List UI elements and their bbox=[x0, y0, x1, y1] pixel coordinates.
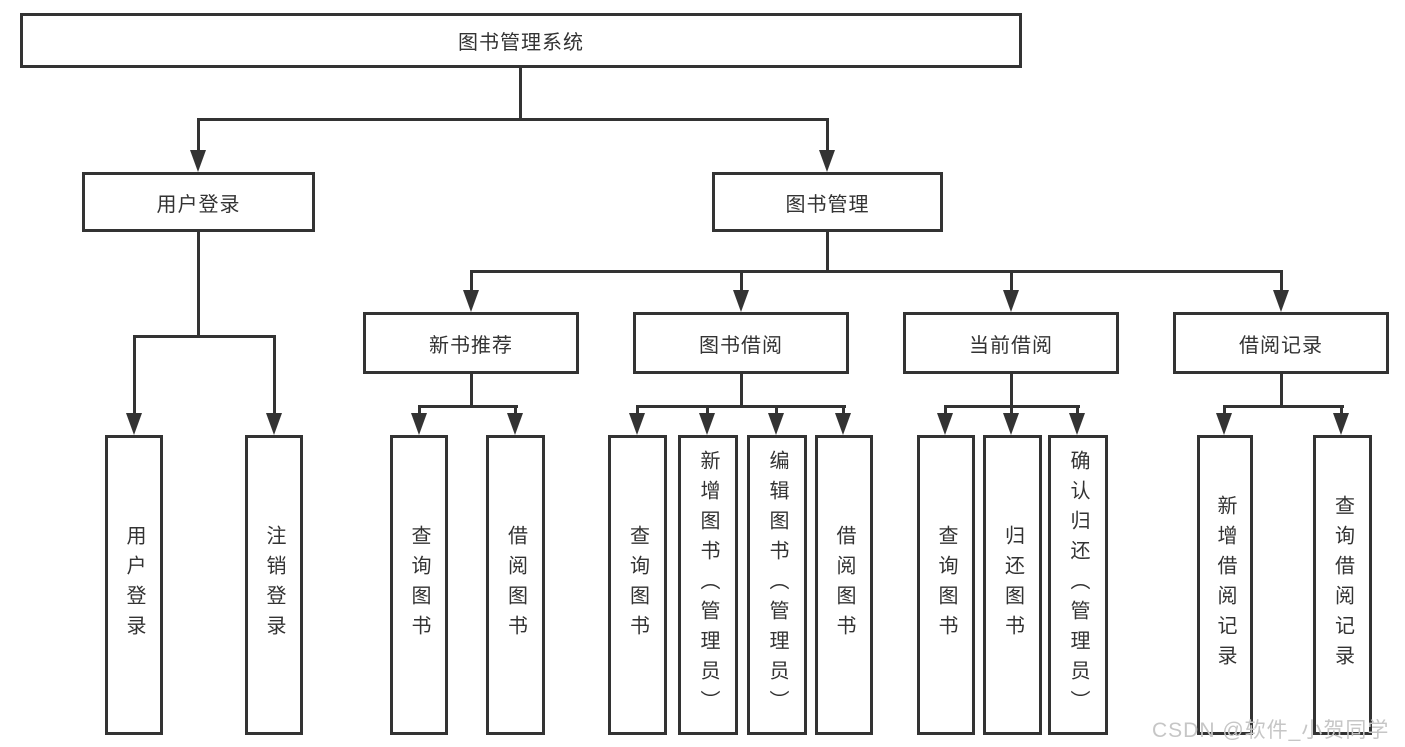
node-library-system-label: 图书管理系统 bbox=[458, 32, 584, 54]
node-library-system: 图书管理系统 bbox=[20, 13, 1022, 68]
connector-line bbox=[842, 405, 845, 415]
leaf-query-books-2-label: 查询图书 bbox=[626, 525, 649, 645]
arrowhead-icon bbox=[507, 413, 523, 435]
arrowhead-icon bbox=[411, 413, 427, 435]
arrowhead-icon bbox=[768, 413, 784, 435]
leaf-add-books-admin: 新增图书（管理员） bbox=[678, 435, 738, 735]
leaf-query-books-1: 查询图书 bbox=[390, 435, 448, 735]
connector-line bbox=[197, 118, 200, 152]
leaf-borrow-books-1-label: 借阅图书 bbox=[504, 525, 527, 645]
leaf-user-login-label: 用户登录 bbox=[123, 525, 145, 645]
arrowhead-icon bbox=[1273, 290, 1289, 312]
node-book-borrow-label: 图书借阅 bbox=[699, 334, 783, 357]
csdn-watermark: CSDN @软件_小贺同学 bbox=[1152, 719, 1390, 742]
connector-line bbox=[470, 374, 473, 405]
connector-line bbox=[740, 374, 743, 405]
leaf-return-books: 归还图书 bbox=[983, 435, 1042, 735]
connector-line bbox=[1280, 374, 1283, 405]
leaf-query-books-2: 查询图书 bbox=[608, 435, 667, 735]
connector-line bbox=[944, 405, 947, 415]
connector-line bbox=[775, 405, 778, 415]
connector-line bbox=[1223, 405, 1226, 415]
node-user-login: 用户登录 bbox=[82, 172, 315, 232]
connector-line bbox=[519, 68, 522, 118]
connector-line bbox=[470, 270, 1282, 273]
leaf-query-borrow-record: 查询借阅记录 bbox=[1313, 435, 1372, 735]
connector-line bbox=[1076, 405, 1079, 415]
arrowhead-icon bbox=[463, 290, 479, 312]
node-user-login-label: 用户登录 bbox=[156, 193, 241, 216]
node-current-borrow: 当前借阅 bbox=[903, 312, 1119, 374]
arrowhead-icon bbox=[1003, 413, 1019, 435]
leaf-edit-books-admin: 编辑图书（管理员） bbox=[747, 435, 807, 735]
arrowhead-icon bbox=[819, 150, 835, 172]
connector-line bbox=[1340, 405, 1343, 415]
arrowhead-icon bbox=[937, 413, 953, 435]
connector-line bbox=[740, 270, 743, 292]
leaf-query-borrow-record-label: 查询借阅记录 bbox=[1331, 495, 1354, 675]
connector-line bbox=[273, 335, 276, 415]
arrowhead-icon bbox=[266, 413, 282, 435]
connector-line bbox=[133, 335, 136, 415]
node-borrow-record-label: 借阅记录 bbox=[1239, 334, 1323, 357]
leaf-query-books-3-label: 查询图书 bbox=[935, 525, 957, 645]
leaf-confirm-return-admin: 确认归还（管理员） bbox=[1048, 435, 1108, 735]
connector-line bbox=[197, 232, 200, 335]
arrowhead-icon bbox=[699, 413, 715, 435]
leaf-add-borrow-record: 新增借阅记录 bbox=[1197, 435, 1253, 735]
node-borrow-record: 借阅记录 bbox=[1173, 312, 1389, 374]
connector-line bbox=[514, 405, 517, 415]
connector-line bbox=[826, 232, 829, 270]
connector-line bbox=[1223, 405, 1344, 408]
connector-line bbox=[1010, 374, 1013, 405]
connector-line bbox=[826, 118, 829, 152]
connector-line bbox=[1010, 270, 1013, 292]
node-current-borrow-label: 当前借阅 bbox=[969, 334, 1053, 357]
arrowhead-icon bbox=[835, 413, 851, 435]
leaf-borrow-books-1: 借阅图书 bbox=[486, 435, 545, 735]
connector-line bbox=[636, 405, 639, 415]
node-book-borrow: 图书借阅 bbox=[633, 312, 849, 374]
node-new-book-recommend-label: 新书推荐 bbox=[429, 334, 513, 357]
leaf-query-books-3: 查询图书 bbox=[917, 435, 975, 735]
leaf-logout: 注销登录 bbox=[245, 435, 303, 735]
connector-line bbox=[470, 270, 473, 292]
connector-line bbox=[418, 405, 518, 408]
leaf-add-borrow-record-label: 新增借阅记录 bbox=[1214, 495, 1236, 675]
connector-line bbox=[1010, 405, 1013, 415]
arrowhead-icon bbox=[190, 150, 206, 172]
arrowhead-icon bbox=[1069, 413, 1085, 435]
leaf-borrow-books-2: 借阅图书 bbox=[815, 435, 873, 735]
arrowhead-icon bbox=[1333, 413, 1349, 435]
connector-line bbox=[636, 405, 846, 408]
leaf-edit-books-admin-label: 编辑图书（管理员） bbox=[766, 450, 788, 720]
connector-line bbox=[706, 405, 709, 415]
node-book-management-label: 图书管理 bbox=[785, 193, 870, 216]
arrowhead-icon bbox=[1216, 413, 1232, 435]
node-new-book-recommend: 新书推荐 bbox=[363, 312, 579, 374]
leaf-borrow-books-2-label: 借阅图书 bbox=[833, 525, 855, 645]
arrowhead-icon bbox=[629, 413, 645, 435]
arrowhead-icon bbox=[1003, 290, 1019, 312]
leaf-add-books-admin-label: 新增图书（管理员） bbox=[697, 450, 719, 720]
leaf-user-login: 用户登录 bbox=[105, 435, 163, 735]
connector-line bbox=[197, 118, 829, 121]
leaf-query-books-1-label: 查询图书 bbox=[408, 525, 430, 645]
node-book-management: 图书管理 bbox=[712, 172, 943, 232]
arrowhead-icon bbox=[126, 413, 142, 435]
leaf-confirm-return-admin-label: 确认归还（管理员） bbox=[1067, 450, 1089, 720]
arrowhead-icon bbox=[733, 290, 749, 312]
connector-line bbox=[418, 405, 421, 415]
leaf-return-books-label: 归还图书 bbox=[1001, 525, 1024, 645]
connector-line bbox=[1280, 270, 1283, 292]
connector-line bbox=[133, 335, 276, 338]
leaf-logout-label: 注销登录 bbox=[263, 525, 285, 645]
